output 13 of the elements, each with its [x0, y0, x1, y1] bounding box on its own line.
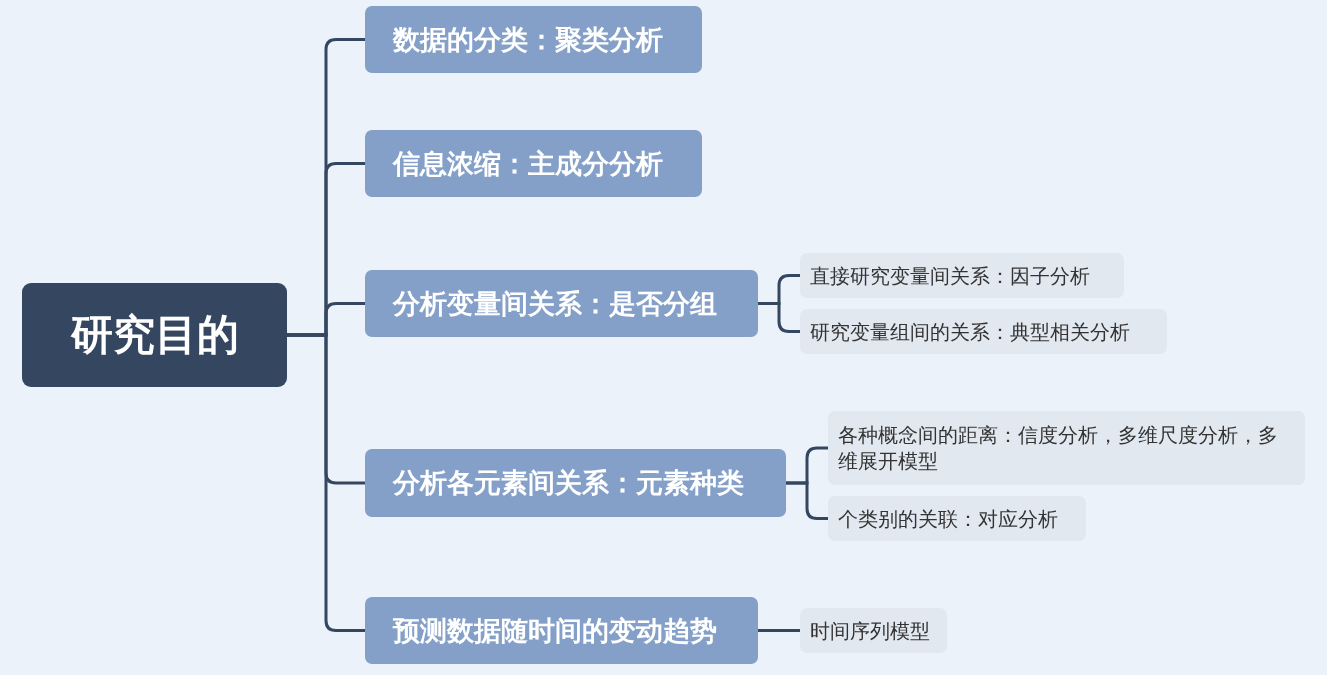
topic-box: 分析变量间关系：是否分组: [365, 270, 758, 337]
subtopic-box: 时间序列模型: [800, 608, 947, 653]
connector-line: [758, 629, 800, 632]
central-topic-box: 研究目的: [22, 283, 287, 387]
subtopic-box: 各种概念间的距离：信度分析，多维尺度分析，多维展开模型: [828, 411, 1305, 485]
subtopic-box: 直接研究变量间关系：因子分析: [800, 253, 1124, 298]
subtopic-box: 研究变量组间的关系：典型相关分析: [800, 309, 1167, 354]
topic-box: 预测数据随时间的变动趋势: [365, 597, 758, 664]
topic-box: 分析各元素间关系：元素种类: [365, 449, 786, 517]
connector-line: [287, 333, 365, 632]
topic-box: 数据的分类：聚类分析: [365, 6, 702, 73]
topic-box: 信息浓缩：主成分分析: [365, 130, 702, 197]
subtopic-box: 个类别的关联：对应分析: [828, 496, 1086, 541]
